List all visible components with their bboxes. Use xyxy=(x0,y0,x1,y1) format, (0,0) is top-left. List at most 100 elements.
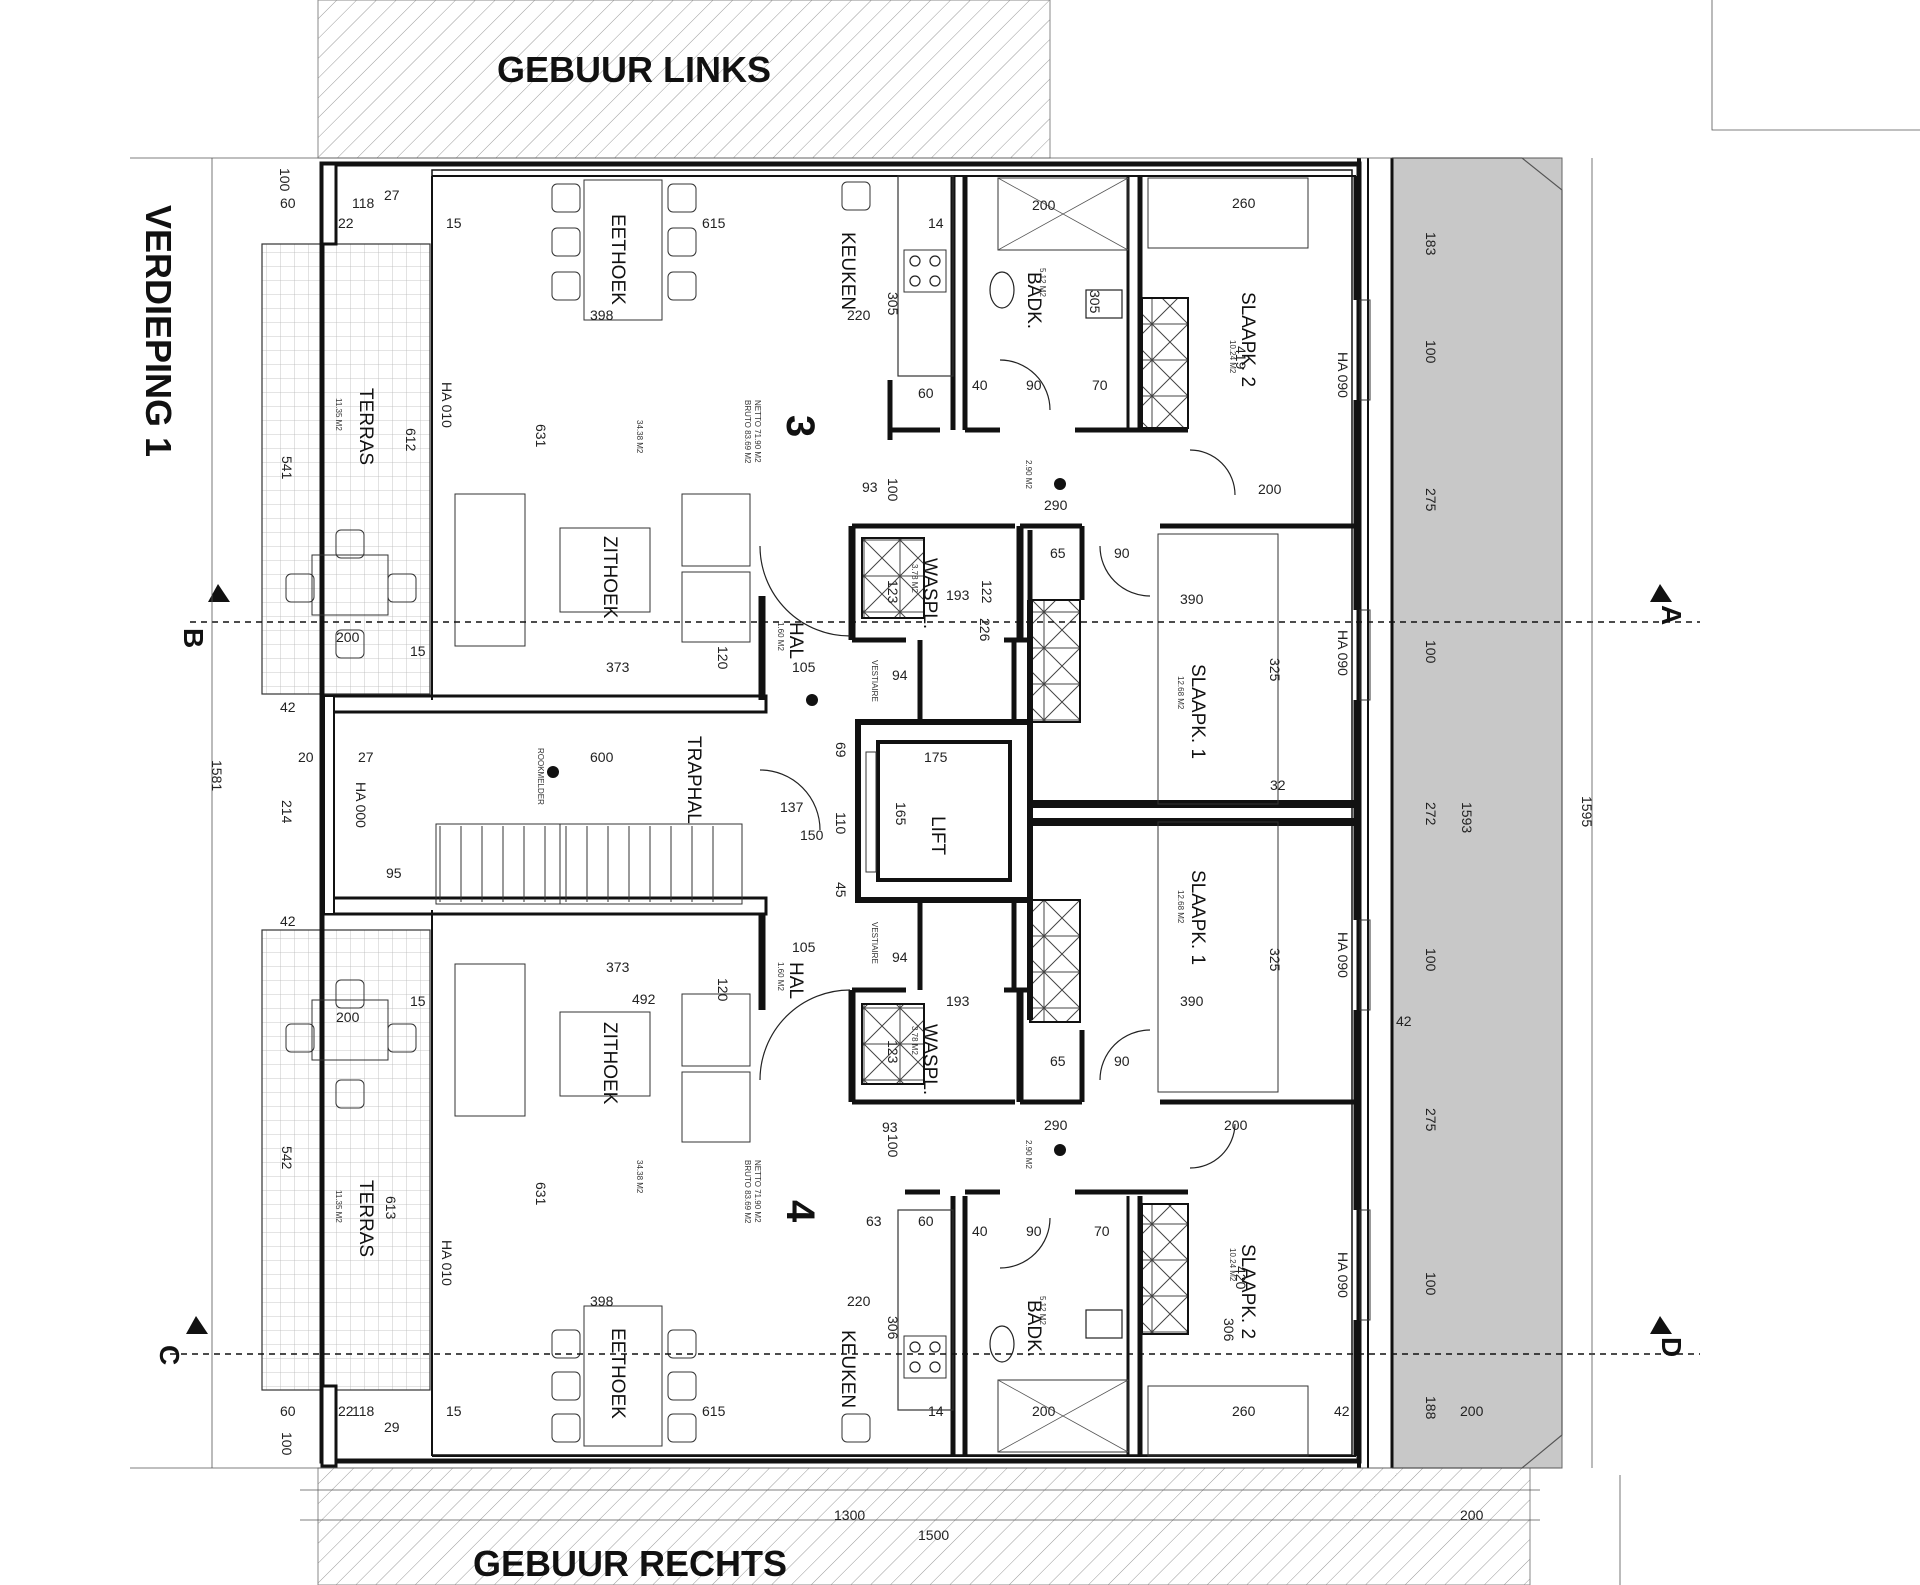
svg-text:541: 541 xyxy=(279,456,295,480)
svg-text:306: 306 xyxy=(885,1316,901,1340)
chair-icon xyxy=(335,1079,365,1109)
room-badk-3: BADK. xyxy=(1023,272,1044,329)
room-eethoek-4: EETHOEK xyxy=(607,1328,628,1419)
chair-icon xyxy=(551,1413,581,1443)
room-waspl-3: WASPL. xyxy=(919,558,940,629)
svg-text:193: 193 xyxy=(946,993,970,1009)
svg-text:1593: 1593 xyxy=(1459,802,1475,833)
chair-icon xyxy=(335,979,365,1009)
svg-text:305: 305 xyxy=(885,292,901,316)
svg-text:272: 272 xyxy=(1423,802,1439,826)
svg-text:188: 188 xyxy=(1423,1396,1439,1420)
svg-text:100: 100 xyxy=(1423,948,1439,972)
svg-text:275: 275 xyxy=(1423,488,1439,512)
unit-3-bruto: BRUTO 83.69 M2 xyxy=(743,400,752,464)
svg-text:14: 14 xyxy=(928,1403,944,1419)
svg-text:70: 70 xyxy=(1094,1223,1110,1239)
door-swings xyxy=(759,359,1236,1269)
chair-icon xyxy=(667,271,697,301)
svg-text:200: 200 xyxy=(336,1009,360,1025)
room-nacht-3-area: 2.90 M2 xyxy=(1024,460,1033,489)
chair-icon xyxy=(551,183,581,213)
svg-text:HA 090: HA 090 xyxy=(1335,352,1351,398)
unit-number-4: 4 xyxy=(778,1200,822,1223)
room-slaapk1-4-area: 12.68 M2 xyxy=(1176,890,1185,924)
chair-icon xyxy=(387,1023,417,1053)
svg-text:29: 29 xyxy=(384,1419,400,1435)
svg-text:120: 120 xyxy=(715,978,731,1002)
svg-text:27: 27 xyxy=(384,187,400,203)
svg-text:27: 27 xyxy=(358,749,374,765)
neighbor-right-zone xyxy=(317,1467,1531,1585)
svg-text:1595: 1595 xyxy=(1579,796,1595,827)
svg-text:165: 165 xyxy=(893,802,909,826)
svg-text:HA 090: HA 090 xyxy=(1335,630,1351,676)
room-hal-4-area: 1.60 M2 xyxy=(776,962,785,991)
svg-text:90: 90 xyxy=(1114,1053,1130,1069)
svg-text:175: 175 xyxy=(924,749,948,765)
room-hal-4: HAL xyxy=(785,962,806,999)
svg-text:1300: 1300 xyxy=(834,1507,865,1523)
chair-icon xyxy=(667,227,697,257)
svg-text:93: 93 xyxy=(862,479,878,495)
svg-text:214: 214 xyxy=(279,800,295,824)
svg-text:110: 110 xyxy=(833,812,849,835)
svg-text:123: 123 xyxy=(885,580,901,604)
svg-text:1581: 1581 xyxy=(209,760,225,791)
svg-text:150: 150 xyxy=(800,827,824,843)
smoke-detector-icon xyxy=(806,694,818,706)
room-lift: LIFT xyxy=(927,816,948,855)
chair-icon xyxy=(551,227,581,257)
svg-text:390: 390 xyxy=(1180,591,1204,607)
svg-text:45: 45 xyxy=(833,882,849,898)
svg-text:183: 183 xyxy=(1423,232,1439,256)
svg-text:15: 15 xyxy=(410,643,426,659)
svg-text:200: 200 xyxy=(1460,1403,1484,1419)
svg-text:325: 325 xyxy=(1267,658,1283,682)
room-badk-3-area: 5.12 M2 xyxy=(1038,268,1047,297)
room-eethoek-3: EETHOEK xyxy=(607,214,628,305)
svg-text:615: 615 xyxy=(702,1403,726,1419)
svg-text:200: 200 xyxy=(1032,197,1056,213)
svg-text:631: 631 xyxy=(533,1182,549,1206)
room-slaapk2-3: SLAAPK. 2 xyxy=(1237,292,1258,387)
svg-text:373: 373 xyxy=(606,659,630,675)
smoke-detector-label: ROOKMELDER xyxy=(536,748,545,805)
chair-icon xyxy=(667,183,697,213)
svg-text:90: 90 xyxy=(1114,545,1130,561)
room-vestiaire-4: VESTIAIRE xyxy=(870,922,879,964)
svg-text:226: 226 xyxy=(977,618,993,642)
facade-windows xyxy=(320,162,1371,1468)
svg-text:492: 492 xyxy=(632,991,656,1007)
svg-text:42: 42 xyxy=(1396,1013,1412,1029)
svg-text:100: 100 xyxy=(885,478,901,502)
svg-text:220: 220 xyxy=(847,307,871,323)
svg-text:260: 260 xyxy=(1232,1403,1256,1419)
svg-text:305: 305 xyxy=(1087,290,1103,314)
svg-text:390: 390 xyxy=(1180,993,1204,1009)
room-keuken-4: KEUKEN xyxy=(837,1330,858,1408)
terras-3 xyxy=(261,243,431,695)
svg-text:95: 95 xyxy=(386,865,402,881)
svg-text:63: 63 xyxy=(866,1213,882,1229)
svg-text:20: 20 xyxy=(298,749,314,765)
svg-text:600: 600 xyxy=(590,749,614,765)
room-waspl-3-area: 3.78 M2 xyxy=(910,564,919,593)
svg-text:220: 220 xyxy=(847,1293,871,1309)
chair-icon xyxy=(667,1329,697,1359)
room-terras-3: TERRAS xyxy=(355,388,376,465)
svg-text:290: 290 xyxy=(1044,497,1068,513)
unit-3-living-area: 34.38 M2 xyxy=(635,420,644,454)
svg-text:65: 65 xyxy=(1050,545,1066,561)
smoke-detector-icon xyxy=(1054,478,1066,490)
svg-text:42: 42 xyxy=(280,913,296,929)
unit-4-netto: NETTO 71.90 M2 xyxy=(753,1160,762,1223)
svg-text:631: 631 xyxy=(533,424,549,448)
svg-text:100: 100 xyxy=(279,1432,295,1456)
neighbor-outline xyxy=(1711,0,1920,131)
svg-text:94: 94 xyxy=(892,949,908,965)
chair-icon xyxy=(387,573,417,603)
svg-text:100: 100 xyxy=(277,168,293,192)
svg-text:200: 200 xyxy=(1224,1117,1248,1133)
